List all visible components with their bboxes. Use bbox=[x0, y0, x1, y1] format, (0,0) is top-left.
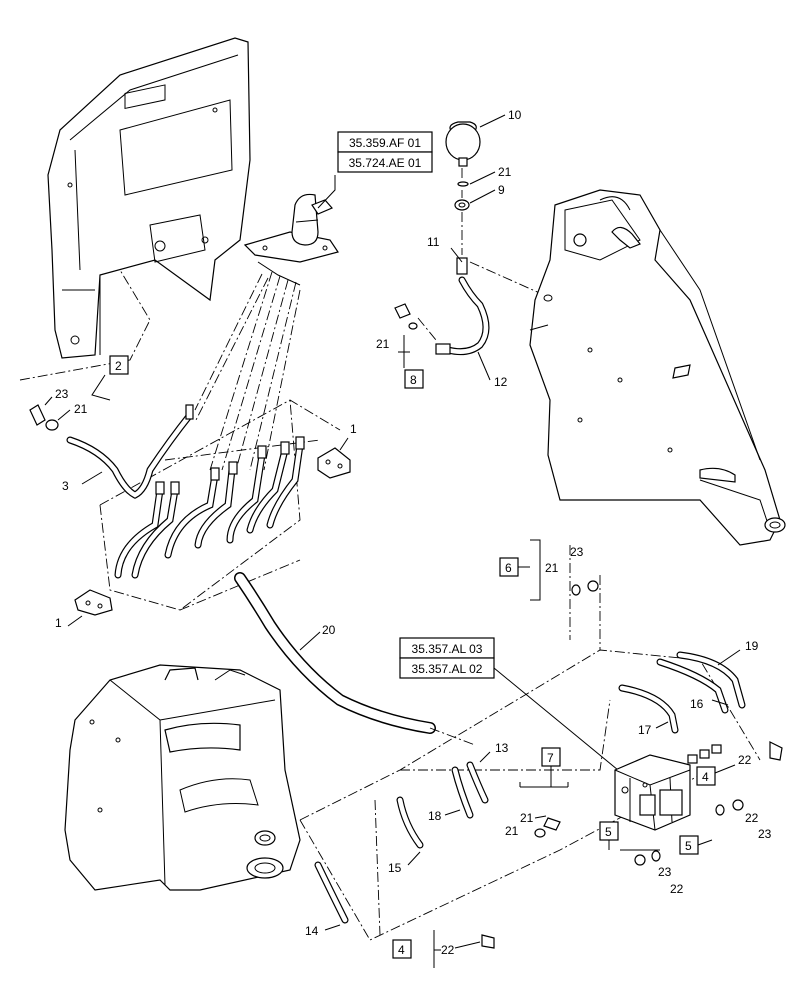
ref-label: 35.357.AL 02 bbox=[412, 662, 483, 676]
callout-23: 23 bbox=[758, 827, 772, 841]
callout-7: 7 bbox=[547, 751, 554, 765]
callout-21: 21 bbox=[74, 402, 88, 416]
valve-group: 19 16 17 13 18 15 14 7 21 21 bbox=[299, 539, 783, 968]
callout-23: 23 bbox=[570, 545, 584, 559]
callout-22: 22 bbox=[670, 882, 684, 896]
bracket-1-upper: 1 bbox=[317, 422, 357, 479]
callout-18: 18 bbox=[428, 809, 442, 823]
pilot-hose-group: 3 bbox=[62, 399, 341, 611]
ref-label: 35.724.AE 01 bbox=[349, 156, 422, 170]
cab-frame bbox=[47, 37, 251, 359]
callout-14: 14 bbox=[305, 924, 319, 938]
accumulator: 10 21 9 bbox=[445, 108, 522, 211]
ref-box-mid: 35.357.AL 03 35.357.AL 02 bbox=[399, 637, 619, 771]
callout-1: 1 bbox=[55, 616, 62, 630]
callout-5: 5 bbox=[605, 825, 612, 839]
fitting-group-8: 21 8 bbox=[376, 303, 424, 389]
callout-22: 22 bbox=[441, 943, 455, 957]
callout-4: 4 bbox=[702, 770, 709, 784]
callout-17: 17 bbox=[638, 723, 652, 737]
callout-11: 11 bbox=[427, 235, 440, 249]
callout-10: 10 bbox=[508, 108, 522, 122]
callout-21: 21 bbox=[505, 824, 519, 838]
callout-21: 21 bbox=[545, 561, 559, 575]
callout-3: 3 bbox=[62, 479, 69, 493]
callout-1: 1 bbox=[350, 422, 357, 436]
callout-22: 22 bbox=[738, 753, 752, 767]
chassis-frame bbox=[64, 664, 301, 891]
callout-23: 23 bbox=[658, 865, 672, 879]
callout-9: 9 bbox=[498, 183, 505, 197]
callout-19: 19 bbox=[745, 639, 759, 653]
callout-23: 23 bbox=[55, 387, 69, 401]
callout-2: 2 bbox=[115, 359, 122, 373]
joystick-assembly bbox=[243, 175, 339, 286]
callout-21: 21 bbox=[520, 811, 534, 825]
ref-label: 35.357.AL 03 bbox=[412, 642, 483, 656]
ref-box-top: 35.359.AF 01 35.724.AE 01 bbox=[337, 131, 433, 173]
main-hose-20: 20 bbox=[234, 572, 476, 746]
callout-20: 20 bbox=[322, 623, 336, 637]
callout-15: 15 bbox=[388, 861, 402, 875]
callout-8: 8 bbox=[410, 373, 417, 387]
callout-13: 13 bbox=[495, 741, 509, 755]
callout-6: 6 bbox=[505, 561, 512, 575]
callout-22: 22 bbox=[745, 811, 759, 825]
loader-arm bbox=[529, 189, 786, 546]
callout-21: 21 bbox=[498, 165, 512, 179]
callout-16: 16 bbox=[690, 697, 704, 711]
callout-21: 21 bbox=[376, 337, 390, 351]
callout-12: 12 bbox=[494, 375, 508, 389]
callout-4: 4 bbox=[398, 943, 405, 957]
ref-label: 35.359.AF 01 bbox=[349, 136, 421, 150]
bracket-1-lower: 1 bbox=[55, 589, 113, 630]
callout-5: 5 bbox=[685, 839, 692, 853]
pilot-lines bbox=[194, 271, 301, 471]
fitting-group-2: 2 23 21 bbox=[19, 269, 151, 431]
